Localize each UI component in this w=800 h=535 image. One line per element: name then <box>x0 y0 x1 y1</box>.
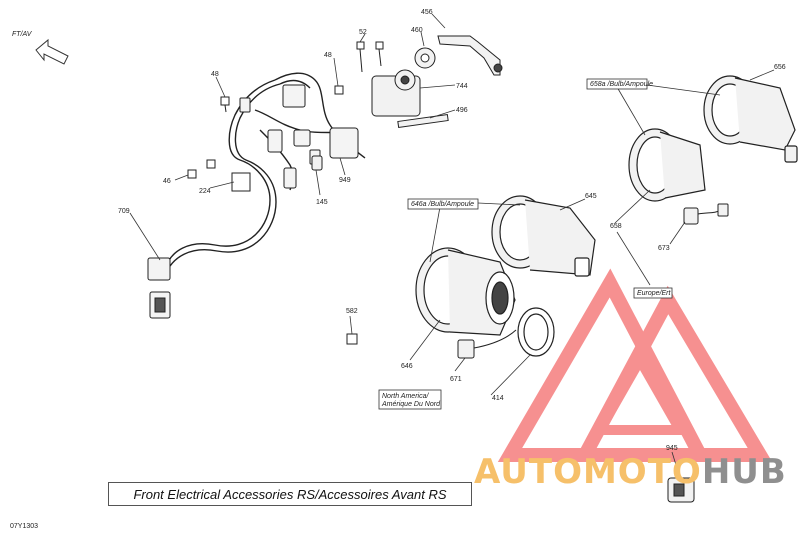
callout-48-top: 48 <box>324 52 332 59</box>
callout-582: 582 <box>346 308 358 315</box>
callout-46: 46 <box>163 178 171 185</box>
watermark-part2: HUB <box>701 452 787 492</box>
fog-lamp-646 <box>415 247 516 336</box>
callout-224: 224 <box>199 188 211 195</box>
callout-52: 52 <box>359 29 367 36</box>
trim-ring-414 <box>517 307 555 357</box>
note-europe: Europe/Ert <box>637 290 672 297</box>
fog-lamp-656 <box>703 75 798 163</box>
watermark-logo <box>497 268 773 462</box>
ignition-switch <box>371 35 503 129</box>
component-145 <box>311 155 323 171</box>
callout-645: 645 <box>585 193 597 200</box>
callout-673: 673 <box>658 245 670 252</box>
switch-945 <box>667 477 695 503</box>
callout-945: 945 <box>666 445 678 452</box>
fog-lamp-658 <box>628 128 706 202</box>
callout-671: 671 <box>450 376 462 383</box>
fog-lamp-645 <box>491 195 596 277</box>
reference-code: 07Y1303 <box>10 523 39 530</box>
callout-744: 744 <box>456 83 468 90</box>
connector-673 <box>683 203 729 225</box>
note-boxes <box>378 78 673 410</box>
direction-label: FT/AV <box>12 31 33 38</box>
callout-414: 414 <box>492 395 504 402</box>
note-amerique-du-nord: Amérique Du Nord <box>381 401 441 408</box>
leader-lines <box>129 13 775 479</box>
front-direction-arrow-icon <box>35 38 69 65</box>
callout-949: 949 <box>339 177 351 184</box>
callout-658: 658 <box>610 223 622 230</box>
callout-656: 656 <box>774 64 786 71</box>
diagram-title: Front Electrical Accessories RS/Accessoi… <box>108 482 472 506</box>
callout-456: 456 <box>421 9 433 16</box>
callout-145: 145 <box>316 199 328 206</box>
cover-224 <box>231 172 251 192</box>
callout-646: 646 <box>401 363 413 370</box>
watermark-text: AUTOMOTOHUB <box>474 452 787 492</box>
callout-48-left: 48 <box>211 71 219 78</box>
watermark-part1: AUTOMOTO <box>474 452 702 492</box>
note-north-america: North America/ <box>382 393 429 400</box>
note-bulb-646a: 646a /Bulb/Ampoule <box>411 201 474 208</box>
callout-460: 460 <box>411 27 423 34</box>
harness-connectors <box>147 84 359 319</box>
callout-496: 496 <box>456 107 468 114</box>
note-bulb-658a: 658a /Bulb/Ampoule <box>590 81 653 88</box>
callout-709: 709 <box>118 208 130 215</box>
connector-671 <box>457 329 517 359</box>
